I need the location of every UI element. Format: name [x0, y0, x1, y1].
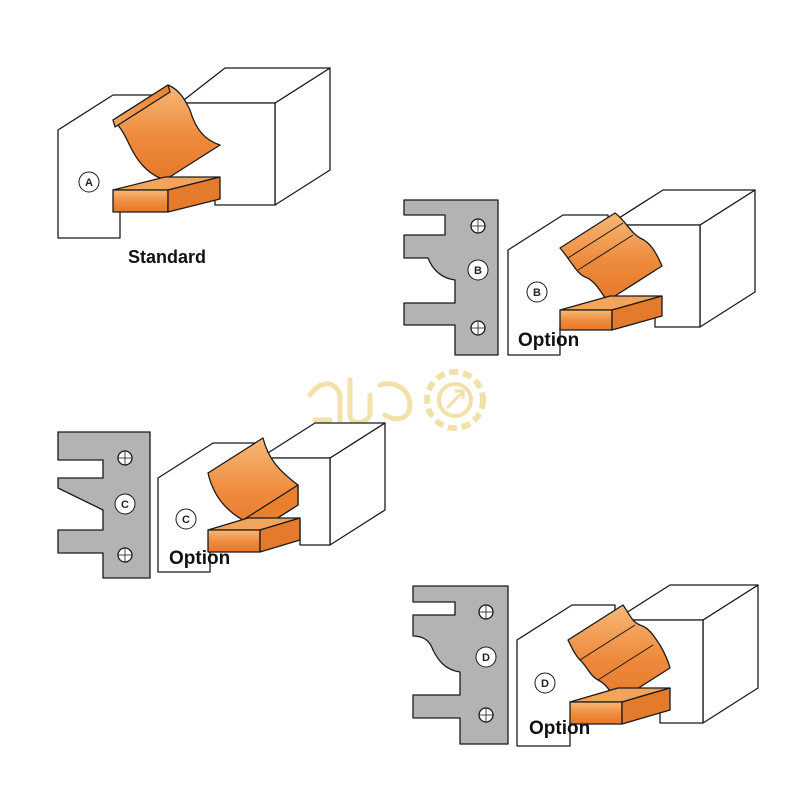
figure-c: C C: [57, 422, 386, 579]
figure-a: A: [57, 67, 331, 239]
marker-c-circle: [175, 508, 197, 530]
marker-a-text: A: [85, 177, 93, 189]
knife-d-marker-circle: [475, 646, 497, 668]
caption-b: Option: [518, 330, 579, 351]
profile-lower-side: [167, 176, 221, 213]
profile-d-lower-side: [621, 687, 671, 725]
knife-b: [403, 199, 499, 356]
profile-lower-front: [112, 189, 169, 213]
profile-upper-top: [112, 84, 171, 128]
knife-d: [412, 585, 509, 745]
figure-b: B B: [403, 189, 756, 356]
saw-blade-logo-icon: [307, 369, 486, 431]
knife-b-marker-circle: [467, 259, 489, 281]
profile-b-upper: [559, 212, 663, 302]
profile-b-lower-front: [559, 309, 613, 331]
marker-b-circle: [526, 281, 548, 303]
knife-b-marker-text: B: [474, 265, 482, 277]
profile-b-lower-side: [611, 295, 663, 331]
profile-c-lower-side: [259, 517, 301, 553]
knife-c-marker-text: C: [121, 499, 129, 511]
caption-d: Option: [529, 718, 590, 739]
knife-d-marker-text: D: [482, 652, 490, 664]
marker-c-text: C: [182, 514, 190, 526]
marker-d-text: D: [541, 678, 549, 690]
marker-a-circle: [78, 171, 100, 193]
knife-c: [57, 431, 151, 579]
caption-c: Option: [169, 548, 230, 569]
caption-a: Standard: [128, 247, 206, 267]
marker-d-circle: [534, 672, 556, 694]
figure-d: D D: [412, 584, 759, 747]
marker-b-text: B: [533, 287, 541, 299]
knife-c-marker-circle: [114, 493, 136, 515]
